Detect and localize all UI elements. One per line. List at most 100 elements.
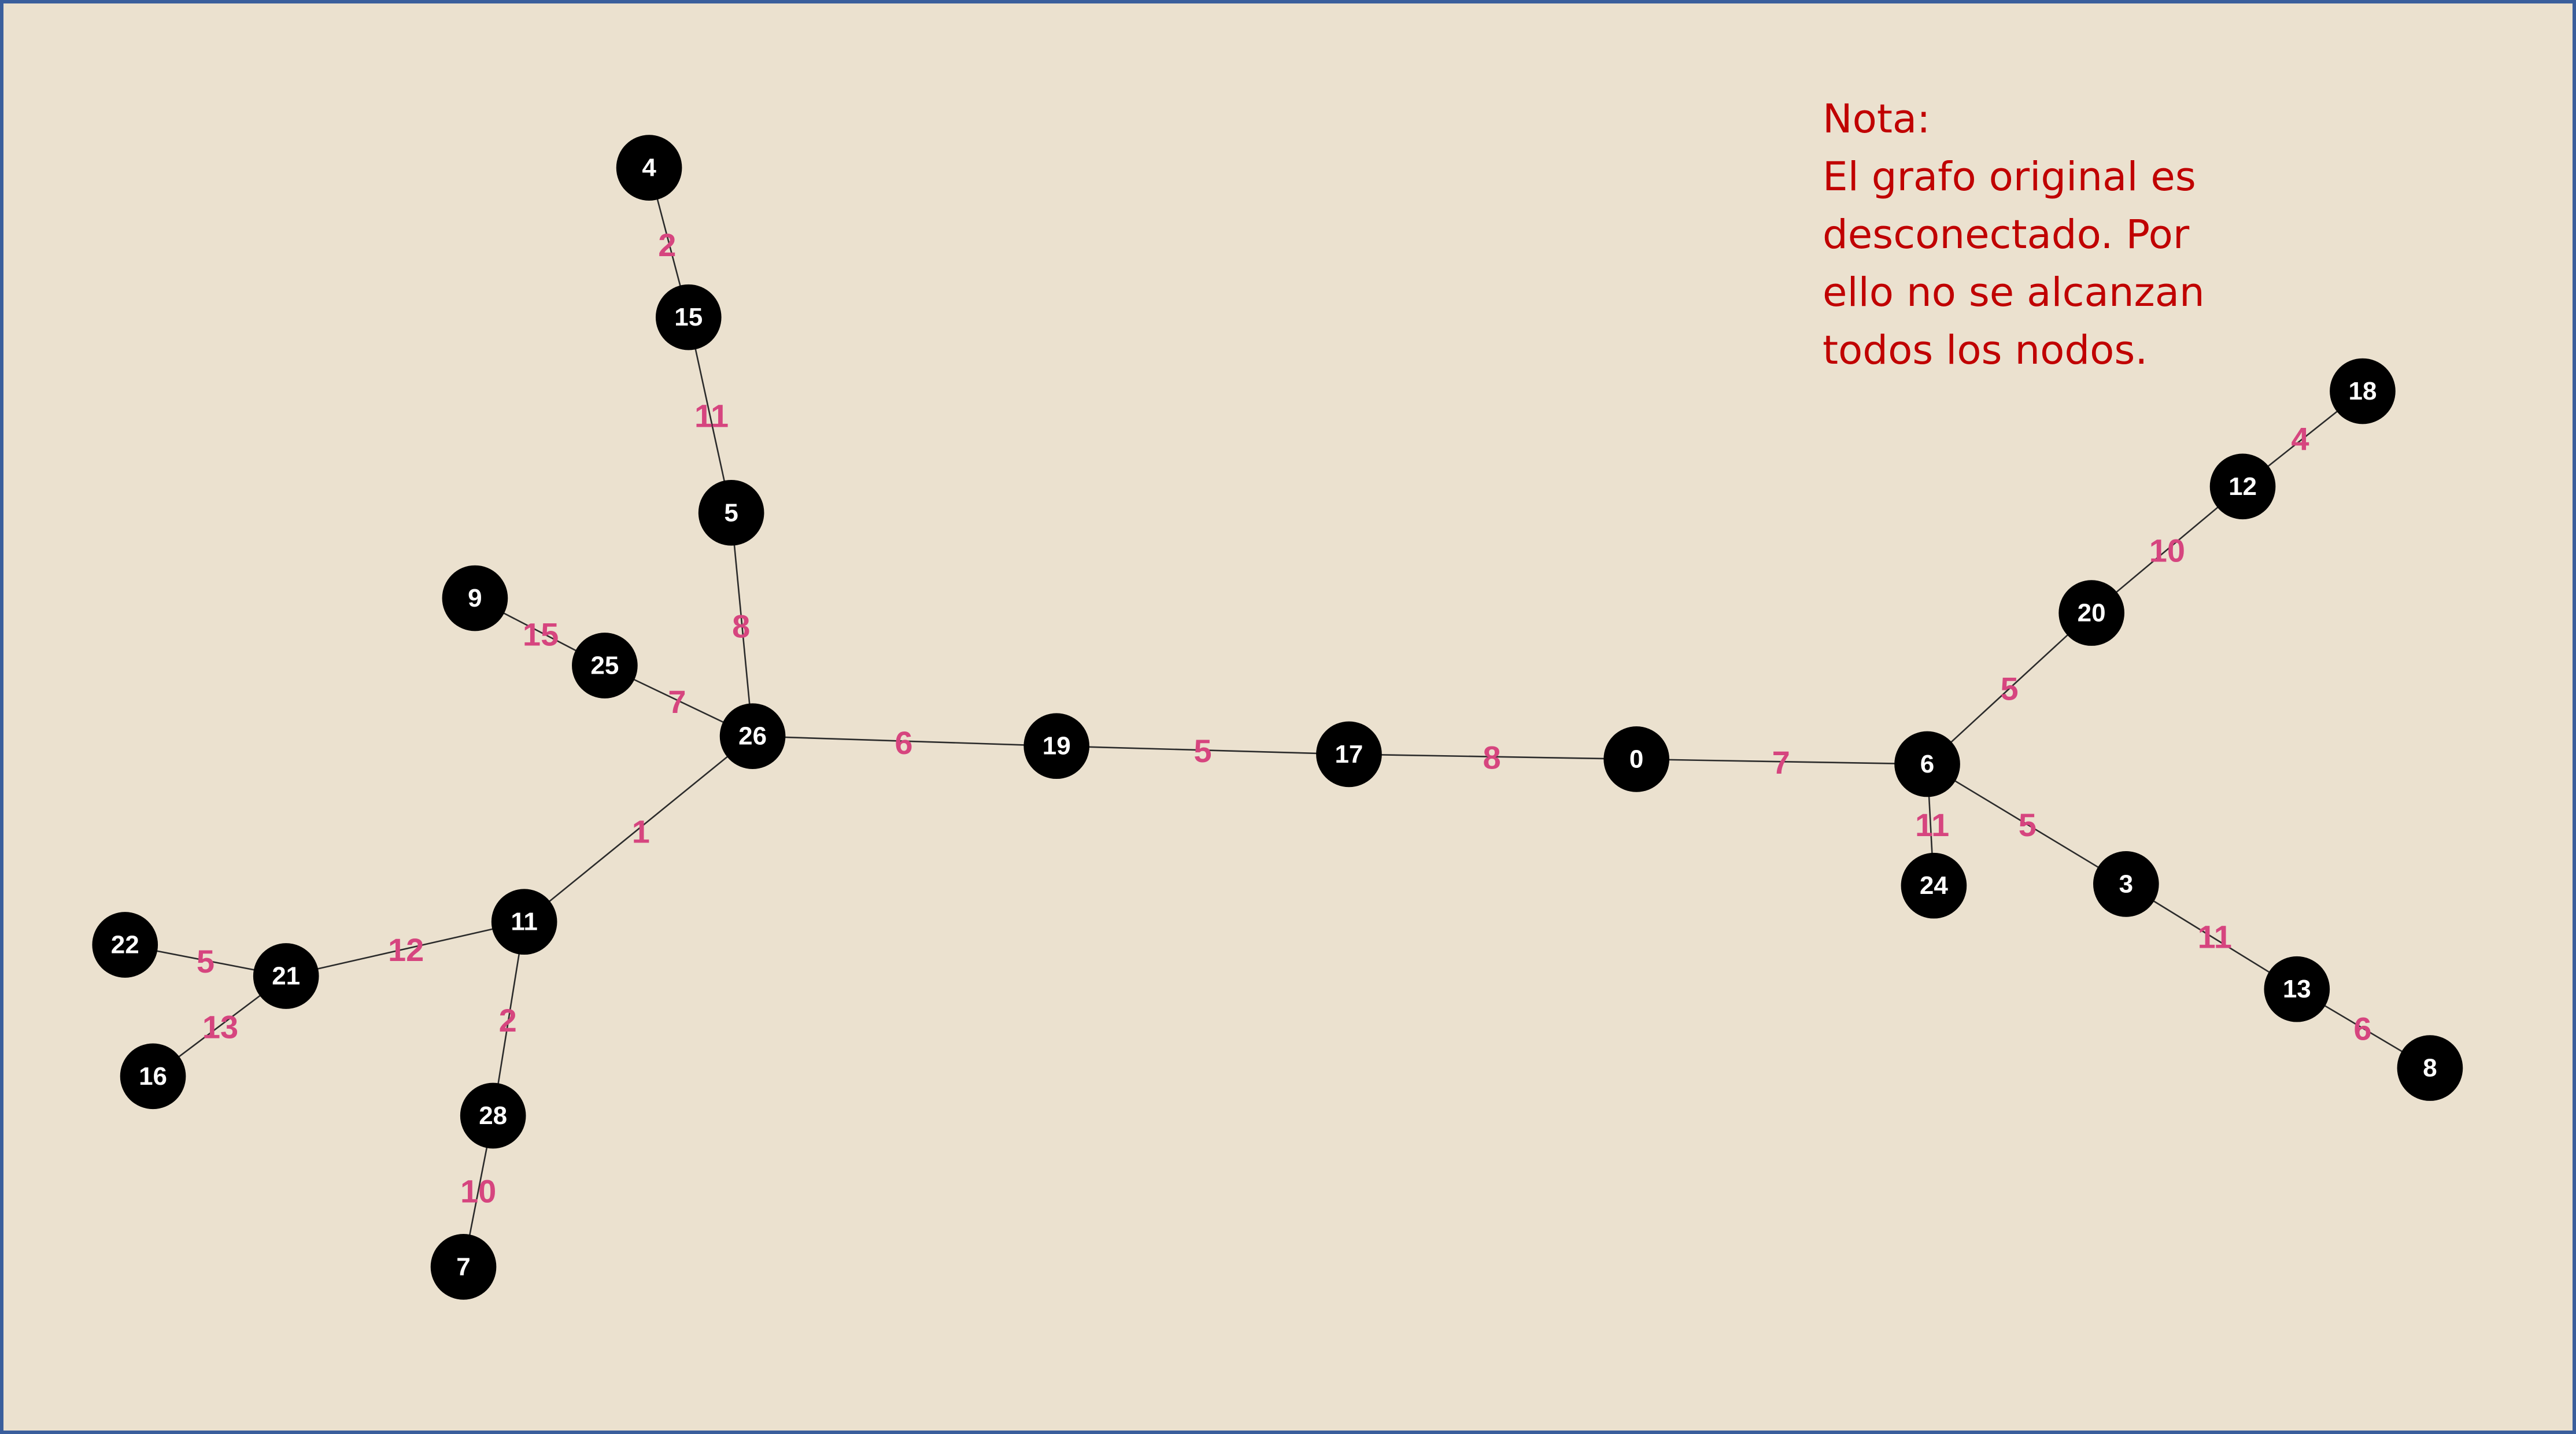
edge-weight-21-16: 13	[202, 1009, 238, 1045]
node-circle	[1894, 731, 1960, 797]
node-9: 9	[442, 565, 508, 631]
edge-weight-19-17: 5	[1193, 733, 1211, 769]
node-label: 11	[511, 908, 538, 936]
edge-26-19	[752, 735, 1057, 747]
node-21: 21	[253, 943, 319, 1009]
node-label: 24	[1920, 871, 1948, 900]
node-label: 6	[1920, 750, 1934, 778]
node-circle	[430, 1234, 497, 1300]
edge-weight-11-28: 2	[499, 1002, 517, 1038]
edge-17-0	[1348, 753, 1637, 760]
edge-weight-13-8: 6	[2353, 1010, 2371, 1047]
edge-weight-0-6: 7	[1772, 744, 1790, 781]
node-circle	[2264, 956, 2330, 1022]
node-label: 19	[1043, 732, 1071, 760]
node-19: 19	[1023, 713, 1090, 779]
edge-weight-26-11: 1	[632, 813, 650, 849]
node-12: 12	[2209, 453, 2276, 520]
node-label: 15	[674, 303, 703, 331]
edge-19-17	[1056, 745, 1349, 755]
note-line: El grafo original es	[1823, 154, 2196, 200]
edge-weight-6-20: 5	[2001, 670, 2019, 707]
edge-weight-6-3: 5	[2019, 807, 2037, 843]
node-3: 3	[2093, 851, 2159, 917]
node-label: 13	[2283, 975, 2311, 1003]
edge-15-5	[688, 317, 732, 513]
node-circle	[2058, 580, 2124, 646]
node-circle	[491, 889, 557, 955]
node-circle	[719, 703, 786, 769]
edge-weight-4-15: 2	[658, 227, 676, 263]
edge-weight-12-18: 4	[2291, 420, 2309, 457]
edge-weight-15-5: 11	[694, 398, 729, 434]
note-line: ello no se alcanzan	[1823, 269, 2205, 316]
edge-weight-3-13: 11	[2198, 918, 2232, 955]
node-label: 20	[2078, 599, 2106, 627]
node-6: 6	[1894, 731, 1960, 797]
note-line: desconectado. Por	[1823, 212, 2190, 258]
node-circle	[1603, 726, 1669, 792]
node-label: 12	[2228, 472, 2257, 501]
note-line: todos los nodos.	[1823, 327, 2148, 374]
edge-weight-17-0: 8	[1483, 740, 1501, 776]
node-25: 25	[572, 633, 638, 698]
node-circle	[253, 943, 319, 1009]
node-circle	[442, 565, 508, 631]
node-label: 0	[1629, 745, 1643, 773]
node-18: 18	[2330, 358, 2396, 424]
node-20: 20	[2058, 580, 2124, 646]
edge-5-26	[730, 512, 753, 737]
edge-3-13	[2126, 883, 2297, 990]
node-26: 26	[719, 703, 786, 769]
node-circle	[1023, 713, 1090, 779]
node-15: 15	[655, 284, 722, 350]
node-circle	[2397, 1035, 2463, 1101]
node-label: 26	[738, 722, 767, 751]
edge-weight-6-24: 11	[1915, 807, 1949, 843]
node-11: 11	[491, 889, 557, 955]
node-22: 22	[92, 912, 158, 978]
node-circle	[1901, 852, 1967, 919]
node-circle	[92, 912, 158, 978]
edge-26-11	[523, 736, 753, 923]
node-24: 24	[1901, 852, 1967, 919]
edge-0-6	[1636, 758, 1928, 765]
node-circle	[698, 479, 764, 546]
node-label: 9	[468, 584, 482, 612]
note-box: Nota: El grafo original es desconectado.…	[1823, 90, 2285, 379]
node-7: 7	[430, 1234, 497, 1300]
edge-weight-9-25: 15	[523, 616, 559, 653]
node-circle	[2330, 358, 2396, 424]
node-label: 8	[2423, 1054, 2437, 1082]
node-circle	[1316, 721, 1382, 788]
node-13: 13	[2264, 956, 2330, 1022]
node-label: 17	[1335, 740, 1363, 768]
node-0: 0	[1603, 726, 1669, 792]
node-circle	[655, 284, 722, 350]
node-label: 5	[724, 498, 738, 527]
edge-6-20	[1927, 612, 2093, 765]
node-label: 4	[642, 154, 656, 182]
edge-weight-11-21: 12	[388, 932, 424, 968]
node-16: 16	[120, 1043, 186, 1110]
edge-weight-22-21: 5	[197, 943, 215, 980]
node-17: 17	[1316, 721, 1382, 788]
node-circle	[460, 1082, 526, 1149]
edge-weight-25-26: 7	[668, 683, 686, 720]
node-label: 22	[111, 931, 139, 959]
edge-weight-26-19: 6	[895, 725, 912, 761]
node-label: 28	[479, 1102, 507, 1130]
edge-6-3	[1927, 763, 2127, 885]
edge-weight-28-7: 10	[460, 1173, 496, 1210]
edge-weight-20-12: 10	[2149, 533, 2185, 569]
node-4: 4	[616, 135, 682, 201]
node-8: 8	[2397, 1035, 2463, 1101]
node-label: 21	[272, 962, 300, 990]
node-label: 18	[2348, 377, 2377, 405]
node-circle	[2093, 851, 2159, 917]
node-circle	[2209, 453, 2276, 520]
